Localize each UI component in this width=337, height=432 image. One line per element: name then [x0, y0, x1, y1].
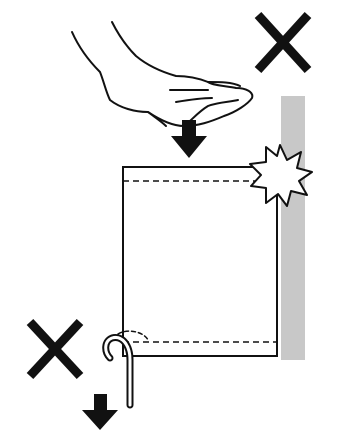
cross-mark-icon [26, 318, 84, 380]
hand-icon [71, 21, 254, 127]
impact-burst-icon [249, 144, 313, 207]
wall [281, 96, 305, 360]
hook-tip-dashed [117, 330, 149, 341]
box-panel [122, 166, 278, 357]
down-arrow-icon [82, 394, 118, 430]
down-arrow-icon [171, 120, 207, 158]
cross-mark-icon [254, 11, 312, 74]
hook-icon [102, 330, 149, 409]
